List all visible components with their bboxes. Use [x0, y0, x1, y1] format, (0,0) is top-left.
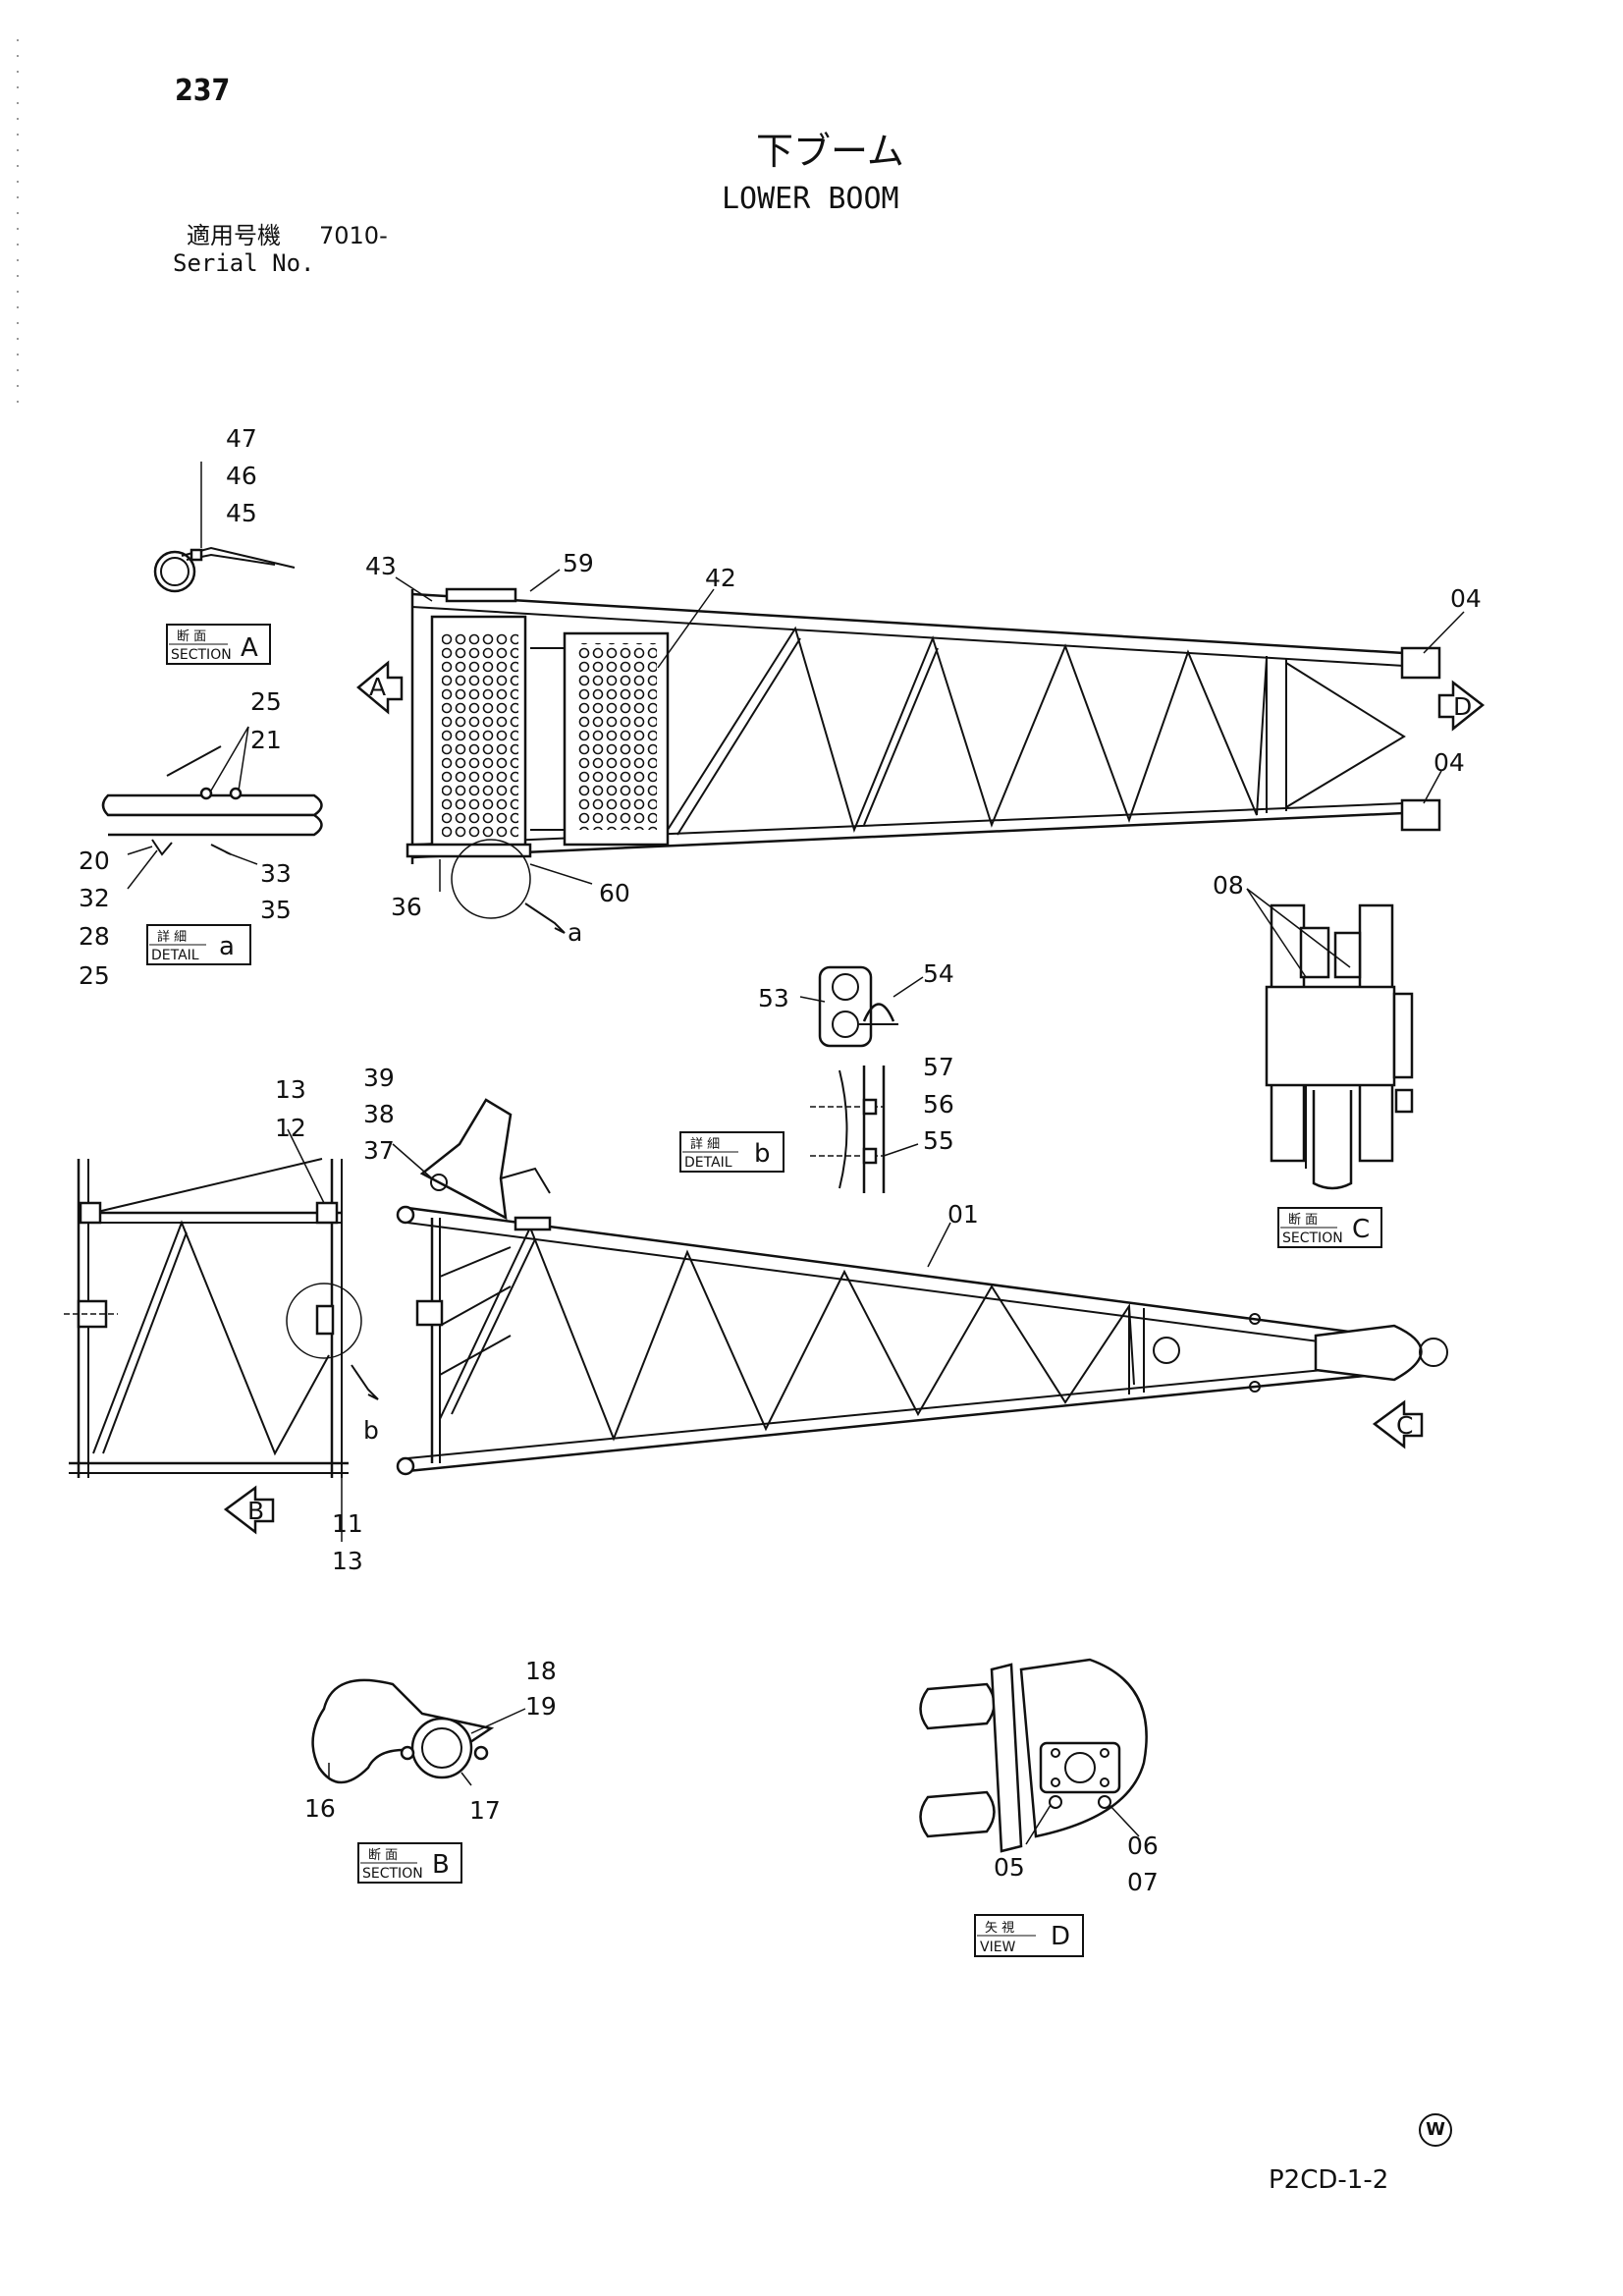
part-label-53: 53: [758, 984, 789, 1012]
part-label-04-top: 04: [1450, 584, 1482, 613]
part-label-17: 17: [469, 1796, 501, 1825]
part-label-60: 60: [599, 879, 630, 907]
svg-text:SECTION: SECTION: [362, 1866, 423, 1882]
view-d-sketch: [919, 1658, 1148, 1853]
svg-text:詳 細: 詳 細: [157, 929, 187, 945]
svg-text:DETAIL: DETAIL: [684, 1155, 732, 1171]
part-label-13-top: 13: [275, 1075, 306, 1104]
lower-boom-plan-view: [395, 569, 1465, 934]
lower-boom-side-view: [392, 1098, 1448, 1476]
svg-text:断 面: 断 面: [1288, 1213, 1318, 1228]
part-label-38: 38: [363, 1100, 395, 1128]
view-arrow-c: C: [1372, 1399, 1424, 1449]
part-label-55: 55: [923, 1126, 954, 1155]
part-label-25-top: 25: [250, 687, 282, 716]
part-label-43: 43: [365, 552, 397, 580]
svg-text:A: A: [369, 673, 386, 701]
view-box-detail-b: 詳 細 DETAIL b: [679, 1131, 784, 1173]
part-label-20: 20: [79, 847, 110, 875]
svg-text:DETAIL: DETAIL: [151, 948, 199, 963]
view-box-detail-a: 詳 細 DETAIL a: [146, 924, 251, 965]
title-english: LOWER BOOM: [722, 182, 899, 216]
footer-code: P2CD-1-2: [1269, 2165, 1389, 2195]
section-c-sketch: [1246, 888, 1414, 1190]
part-label-46: 46: [226, 462, 257, 490]
svg-text:断 面: 断 面: [177, 629, 206, 644]
part-label-19: 19: [525, 1692, 557, 1721]
svg-text:B: B: [247, 1497, 264, 1525]
view-box-section-b: 断 面 SECTION B: [357, 1842, 462, 1884]
part-label-16: 16: [304, 1794, 336, 1823]
part-label-01: 01: [947, 1200, 979, 1229]
part-label-12: 12: [275, 1114, 306, 1142]
part-label-45: 45: [226, 499, 257, 527]
serial-label-english: Serial No.: [173, 249, 315, 277]
perforated-plate-left: [442, 633, 518, 840]
end-frame-view: [64, 1128, 379, 1542]
part-label-47: 47: [226, 424, 257, 453]
perforated-plate-right: [576, 643, 657, 830]
part-label-42: 42: [705, 564, 736, 592]
part-label-08: 08: [1213, 871, 1244, 900]
part-label-56: 56: [923, 1090, 954, 1119]
view-arrow-a: A: [356, 660, 404, 715]
svg-text:矢 視: 矢 視: [985, 1921, 1014, 1936]
part-label-36: 36: [391, 893, 422, 921]
part-label-37: 37: [363, 1136, 395, 1165]
part-label-32: 32: [79, 884, 110, 912]
view-arrow-b: B: [223, 1485, 275, 1535]
view-box-section-a: 断 面 SECTION A: [166, 624, 271, 665]
svg-text:B: B: [432, 1850, 450, 1880]
svg-text:SECTION: SECTION: [1282, 1230, 1343, 1246]
title-japanese: 下ブーム: [756, 130, 904, 173]
part-label-06: 06: [1127, 1831, 1159, 1860]
svg-text:b: b: [754, 1139, 771, 1169]
part-label-25-bottom: 25: [79, 961, 110, 990]
detail-arrow-a: a: [568, 918, 582, 947]
serial-value: 7010-: [319, 222, 388, 249]
serial-label-japanese: 適用号機: [187, 222, 281, 249]
svg-text:D: D: [1453, 692, 1472, 721]
part-label-11: 11: [332, 1509, 363, 1538]
part-label-05: 05: [994, 1853, 1025, 1882]
part-label-21: 21: [250, 726, 282, 754]
detail-b-sketch: [799, 965, 924, 1193]
svg-text:D: D: [1051, 1922, 1070, 1951]
part-label-39: 39: [363, 1064, 395, 1092]
svg-text:詳 細: 詳 細: [690, 1136, 720, 1152]
part-label-35: 35: [260, 896, 292, 924]
part-label-28: 28: [79, 922, 110, 951]
svg-text:C: C: [1352, 1215, 1370, 1244]
svg-text:断 面: 断 面: [368, 1848, 398, 1863]
svg-text:VIEW: VIEW: [980, 1940, 1016, 1955]
view-box-view-d: 矢 視 VIEW D: [974, 1914, 1084, 1957]
svg-text:A: A: [241, 633, 258, 663]
section-b-sketch: [311, 1678, 526, 1786]
part-label-59: 59: [563, 549, 594, 577]
svg-text:SECTION: SECTION: [171, 647, 232, 663]
part-label-04-bottom: 04: [1434, 748, 1465, 777]
part-label-07: 07: [1127, 1868, 1159, 1896]
view-box-section-c: 断 面 SECTION C: [1277, 1207, 1382, 1248]
detail-arrow-b: b: [363, 1416, 379, 1445]
detail-a-sketch: [101, 726, 323, 890]
svg-text:C: C: [1396, 1411, 1413, 1440]
part-label-18: 18: [525, 1657, 557, 1685]
page-number: 237: [175, 74, 231, 108]
svg-text:a: a: [219, 932, 235, 961]
part-label-54: 54: [923, 959, 954, 988]
section-a-sketch: [153, 462, 296, 593]
part-label-33: 33: [260, 859, 292, 888]
part-label-57: 57: [923, 1053, 954, 1081]
footer-mark: W: [1419, 2113, 1452, 2147]
view-arrow-d: D: [1437, 680, 1486, 732]
part-label-13-bottom: 13: [332, 1547, 363, 1575]
